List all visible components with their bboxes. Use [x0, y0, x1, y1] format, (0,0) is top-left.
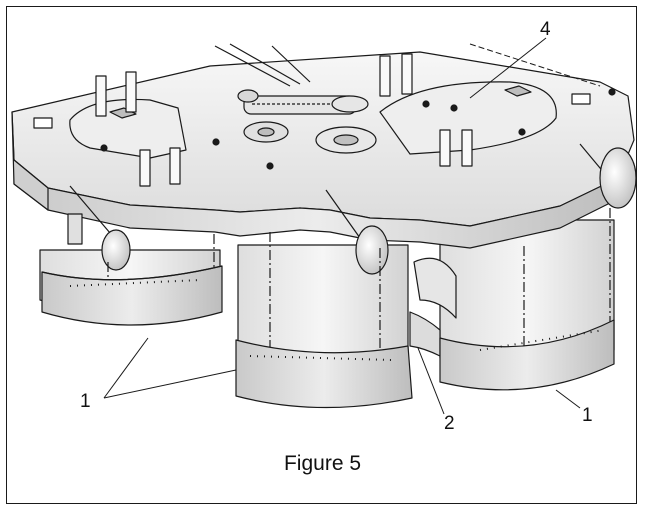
alignment-lines — [107, 208, 611, 370]
baffle-center — [235, 339, 413, 409]
belt-drive — [214, 43, 377, 154]
callout-right-baffle: 1 — [582, 405, 593, 426]
deck-bolts — [100, 88, 616, 170]
wheel-right — [579, 143, 637, 209]
baffle-small — [409, 257, 457, 357]
baffle-right — [439, 319, 615, 391]
leader-lines — [103, 37, 601, 415]
callout-center-baffle: 2 — [444, 413, 455, 434]
callout-left-baffles: 1 — [80, 391, 91, 412]
wheel-center — [325, 189, 389, 275]
belt-cover-left — [69, 71, 187, 187]
baffle-left — [41, 265, 223, 326]
figure-caption: Figure 5 — [283, 452, 362, 475]
belt-cover-right — [379, 53, 557, 167]
wheel-left — [67, 185, 131, 271]
callout-belt-cover: 4 — [540, 19, 551, 40]
